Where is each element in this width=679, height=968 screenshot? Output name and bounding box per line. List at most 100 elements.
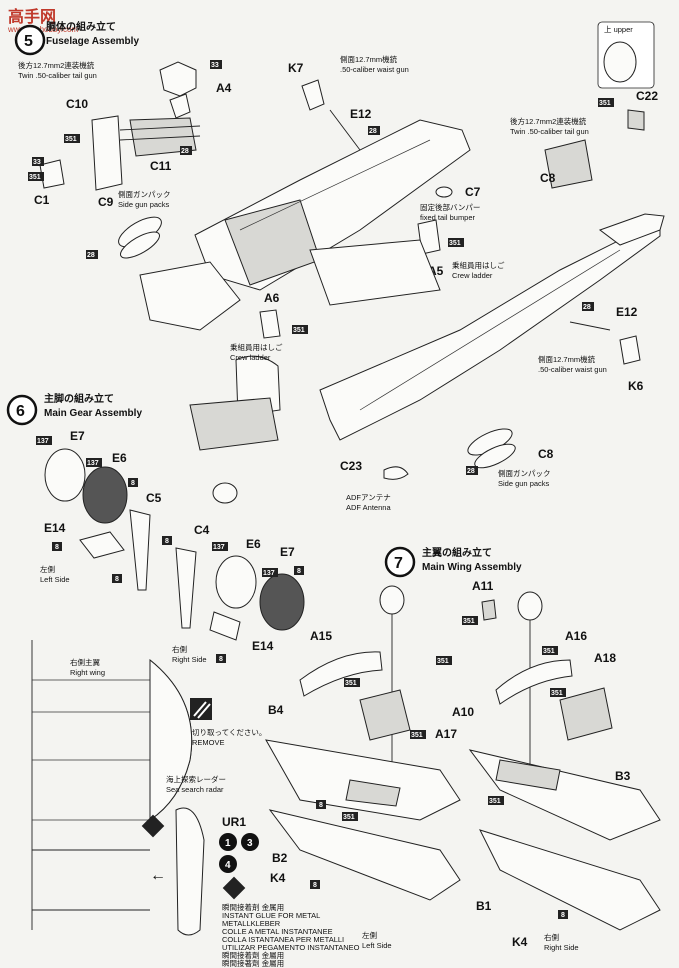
note-adf-jp: ADFアンテナ: [346, 493, 391, 502]
upper-detail-inset: 上 upper: [597, 21, 655, 89]
note-tail-gun2-jp: 後方12.7mm2連装機銃: [510, 116, 587, 126]
decal-1-badge: [219, 833, 237, 851]
glue-note-line: COLLE A METAL INSTANTANEE: [222, 927, 333, 936]
note-remove-jp: 切り取ってください。: [192, 728, 266, 737]
gun-sight-panel-part: [91, 115, 123, 191]
wing-bay-right: [495, 759, 561, 791]
waist-gun2-barrel: [569, 321, 611, 331]
step-6-title-en: Main Gear Assembly: [44, 408, 142, 419]
note-left-side-en: Left Side: [40, 575, 70, 584]
fuselage-assembly-drawing: [139, 119, 665, 504]
label-E7-b: E7: [280, 545, 295, 559]
nose-wheel: [212, 482, 238, 504]
label-E14-a: E14: [44, 521, 66, 535]
code-badge: [128, 478, 138, 487]
waist-gun-barrel: [329, 109, 361, 151]
gear-strut-C5: [129, 509, 151, 591]
tail-gun-mount-part: [159, 61, 197, 97]
code-351-i: 351: [343, 814, 355, 821]
note-radar-jp: 海上探索レーダー: [166, 774, 226, 784]
note-side-gun-packs2-jp: 側面ガンパック: [498, 468, 551, 478]
note-side-gun-packs-jp: 側面ガンパック: [118, 189, 171, 199]
decal-3: 3: [247, 838, 253, 849]
label-K7: K7: [288, 61, 304, 75]
label-B3: B3: [615, 769, 631, 783]
adf-antenna-part: [383, 466, 409, 480]
note-crew-ladder2-jp: 乗組員用はしご: [230, 342, 283, 352]
twin-gun-body-part: [129, 117, 197, 157]
note-radar-en: Sea search radar: [166, 785, 224, 794]
code-badge: [28, 172, 44, 181]
label-A16: A16: [565, 629, 587, 643]
note-side-gun-packs-en: Side gun packs: [118, 200, 170, 209]
wheel-hub-E7-a: [44, 448, 86, 502]
glue-note-line: METALLKLEBER: [222, 919, 281, 928]
rivet-line-2: [359, 249, 621, 411]
code-351-c: 351: [599, 100, 611, 107]
code-badge: [488, 796, 504, 805]
nose-section: [139, 261, 241, 331]
note-waist-gun-en: .50-caliber waist gun: [340, 65, 409, 74]
code-badge: [162, 536, 172, 545]
tire-E7-b: [259, 573, 305, 631]
code-badge: [64, 134, 80, 143]
label-E6-b: E6: [246, 537, 261, 551]
code-351-f: 351: [345, 680, 357, 687]
glue-note-line: UTILIZAR PEGAMENTO INSTANTANEO: [222, 943, 360, 952]
code-badge: [262, 568, 278, 577]
step-5-title-jp: 胴体の組み立て: [46, 20, 116, 33]
glue-note-line: 瞬間接著劑 金屬用: [222, 958, 284, 968]
code-28-c: 28: [369, 128, 377, 135]
code-badge: [32, 157, 44, 166]
wing-lower-B1: [479, 829, 661, 931]
code-137-b: 137: [87, 460, 99, 467]
code-8-h: 8: [313, 882, 317, 889]
label-C9: C9: [98, 195, 114, 209]
label-E12-b: E12: [616, 305, 638, 319]
note-tail-gun-jp: 後方12.7mm2連装機銃: [18, 60, 95, 70]
note-waist-gun2-en: .50-caliber waist gun: [538, 365, 607, 374]
tail-bumper-part: [435, 186, 453, 198]
gun-pack-right-2: [474, 443, 516, 469]
label-C1: C1: [34, 193, 50, 207]
step-6-number: 6: [16, 403, 25, 420]
wheel-hub-E6-b: [215, 555, 257, 609]
step-7-number: 7: [394, 555, 403, 572]
code-351-a: 351: [65, 136, 77, 143]
right-wing-radar-detail: [31, 640, 212, 930]
gear-strut-C4: [175, 547, 197, 629]
note-tail-gun-en: Twin .50-caliber tail gun: [18, 71, 97, 80]
wing-bay-left: [345, 779, 401, 807]
decal-4-badge: [219, 855, 237, 873]
label-C5: C5: [146, 491, 162, 505]
glue-note-line: 瞬間接着剤 金属用: [222, 902, 284, 912]
wing-wheel-left: [379, 585, 405, 615]
code-351-l: 351: [551, 690, 563, 697]
label-K4-b: K4: [512, 935, 528, 949]
code-badge: [212, 542, 228, 551]
code-351-m: 351: [489, 798, 501, 805]
code-137-c: 137: [213, 544, 225, 551]
code-badge: [342, 812, 358, 821]
step-7-title-jp: 主翼の組み立て: [422, 546, 492, 559]
crew-ladder-a6: [259, 309, 281, 339]
label-C10: C10: [66, 97, 88, 111]
code-badge: [558, 910, 568, 919]
label-B1: B1: [476, 899, 492, 913]
gear-door-E14-a: [79, 531, 125, 559]
upper-window-part: [603, 41, 637, 83]
nacelle-A16: [495, 659, 573, 705]
label-A17: A17: [435, 727, 457, 741]
engine-A18: [559, 687, 613, 741]
part-A11: [481, 599, 497, 621]
code-8-f: 8: [219, 656, 223, 663]
label-C8-a: C8: [540, 171, 556, 185]
radar-fairing-UR1: [175, 807, 205, 936]
window-part-k7: [301, 79, 325, 111]
gear-door-E14-b: [209, 611, 241, 641]
label-E14-b: E14: [252, 639, 274, 653]
gun-pack-left-2: [120, 231, 160, 259]
rivet-line-1: [239, 139, 431, 231]
code-badge: [294, 566, 304, 575]
note-crew-ladder-en: Crew ladder: [452, 271, 493, 280]
